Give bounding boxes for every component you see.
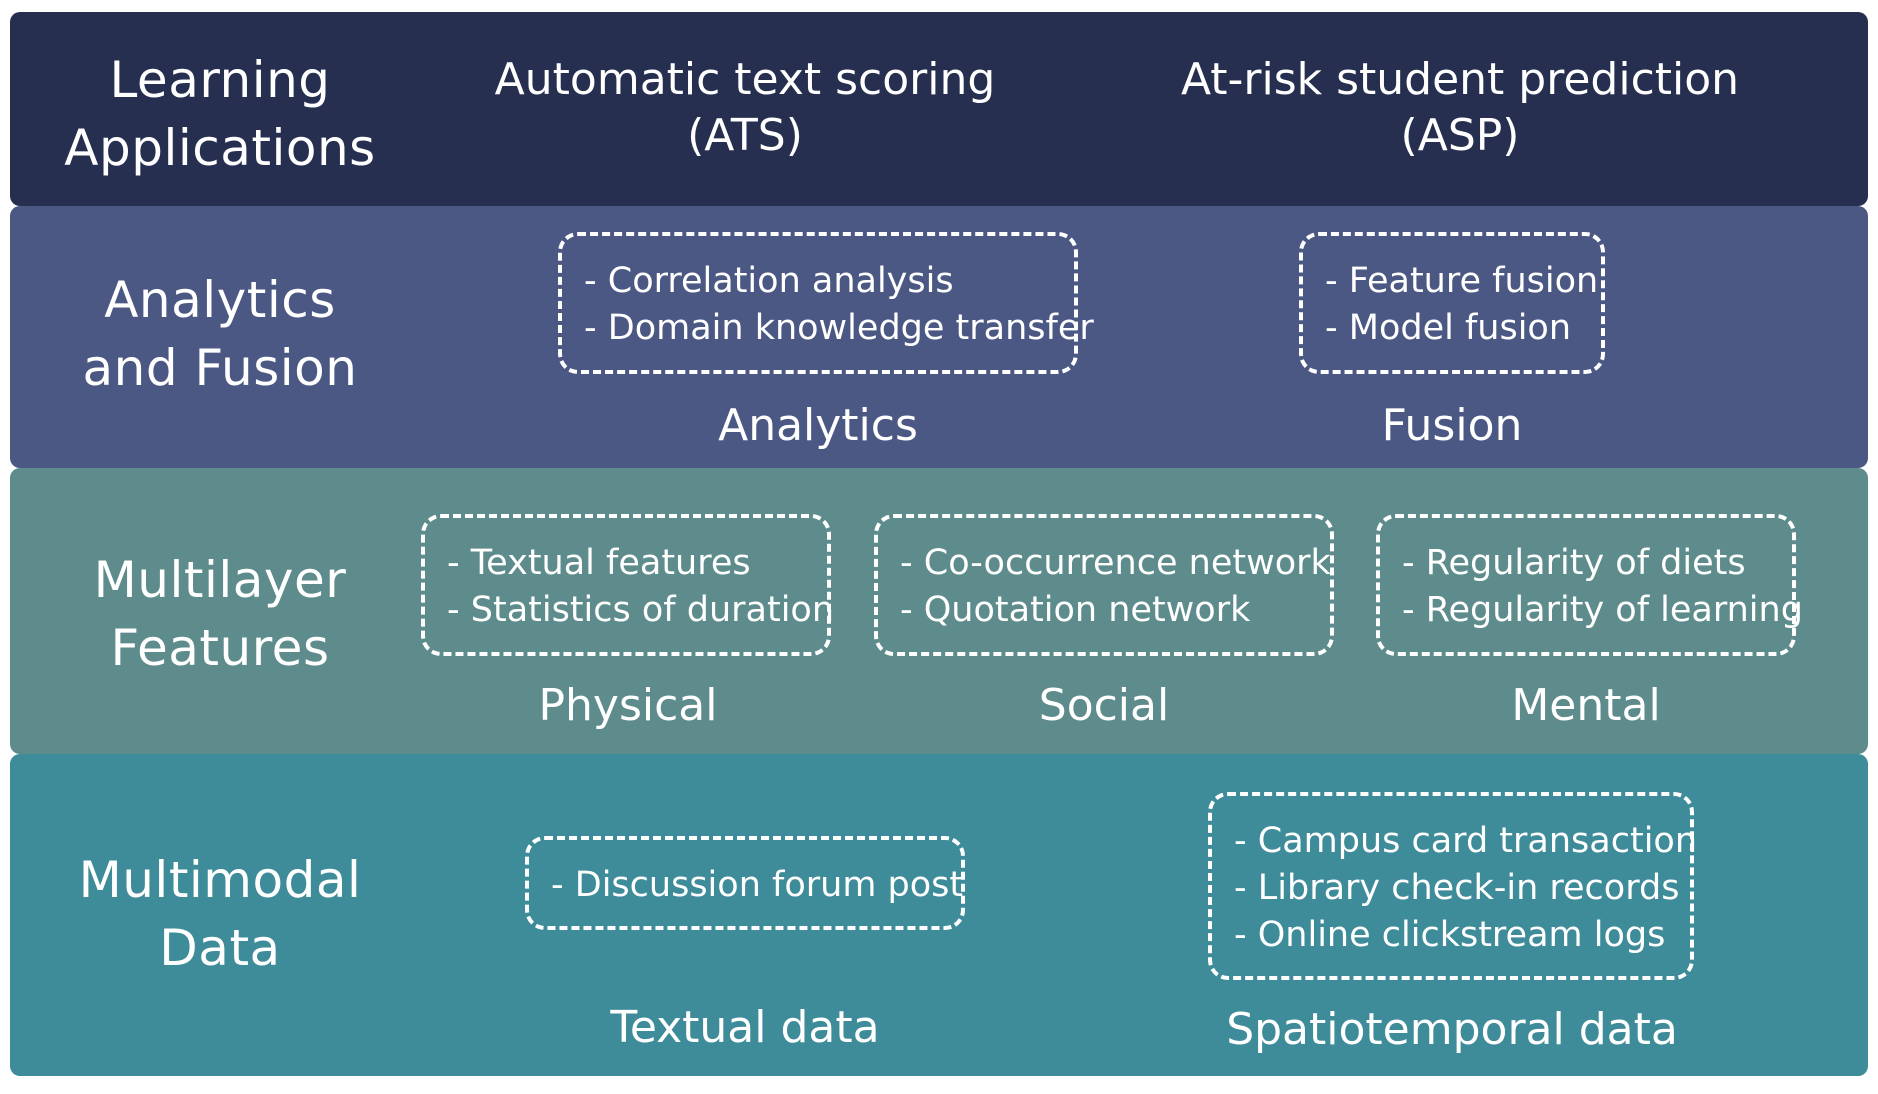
social-item: - Co-occurrence network — [900, 543, 1331, 583]
fusion-methods-box: - Feature fusion - Model fusion — [1299, 232, 1605, 374]
spatiotemporal-data-label: Spatiotemporal data — [1226, 1004, 1678, 1055]
analytics-fusion-title: Analytics and Fusion — [82, 271, 358, 397]
spatiotemporal-data-box: - Campus card transaction - Library chec… — [1208, 792, 1698, 980]
textual-data-item: - Discussion forum post — [551, 865, 964, 905]
multimodal-data-title: Multimodal Data — [78, 851, 362, 977]
spatiotemporal-data-item: - Campus card transaction — [1234, 821, 1698, 861]
spatiotemporal-data-item: - Library check-in records — [1234, 868, 1680, 908]
fusion-item: - Feature fusion — [1325, 261, 1599, 301]
social-features-box: - Co-occurrence network - Quotation netw… — [874, 514, 1334, 656]
spatiotemporal-data-item: - Online clickstream logs — [1234, 915, 1666, 955]
social-label: Social — [1038, 680, 1170, 731]
mental-label: Mental — [1511, 680, 1661, 731]
analytics-fusion-band — [10, 206, 1868, 468]
asp-heading: At-risk student prediction (ASP) — [1180, 54, 1740, 161]
multilayer-features-title: Multilayer Features — [93, 551, 347, 677]
physical-item: - Statistics of duration — [447, 590, 835, 630]
mental-item: - Regularity of diets — [1402, 543, 1746, 583]
textual-data-label: Textual data — [610, 1002, 880, 1053]
learning-applications-title: Learning Applications — [64, 51, 376, 177]
physical-features-box: - Textual features - Statistics of durat… — [421, 514, 835, 656]
fusion-label: Fusion — [1381, 400, 1523, 451]
social-item: - Quotation network — [900, 590, 1251, 630]
mental-features-box: - Regularity of diets - Regularity of le… — [1376, 514, 1803, 656]
physical-label: Physical — [538, 680, 718, 731]
analytics-methods-box: - Correlation analysis - Domain knowledg… — [558, 232, 1094, 374]
physical-item: - Textual features — [447, 543, 751, 583]
mental-item: - Regularity of learning — [1402, 590, 1803, 630]
textual-data-box: - Discussion forum post — [525, 836, 965, 930]
fusion-item: - Model fusion — [1325, 308, 1572, 348]
learning-applications-band — [10, 12, 1868, 206]
ats-heading: Automatic text scoring (ATS) — [494, 54, 996, 161]
analytics-item: - Correlation analysis — [584, 261, 954, 301]
analytics-label: Analytics — [718, 400, 918, 451]
multimodal-data-band — [10, 754, 1868, 1076]
analytics-item: - Domain knowledge transfer — [584, 308, 1094, 348]
